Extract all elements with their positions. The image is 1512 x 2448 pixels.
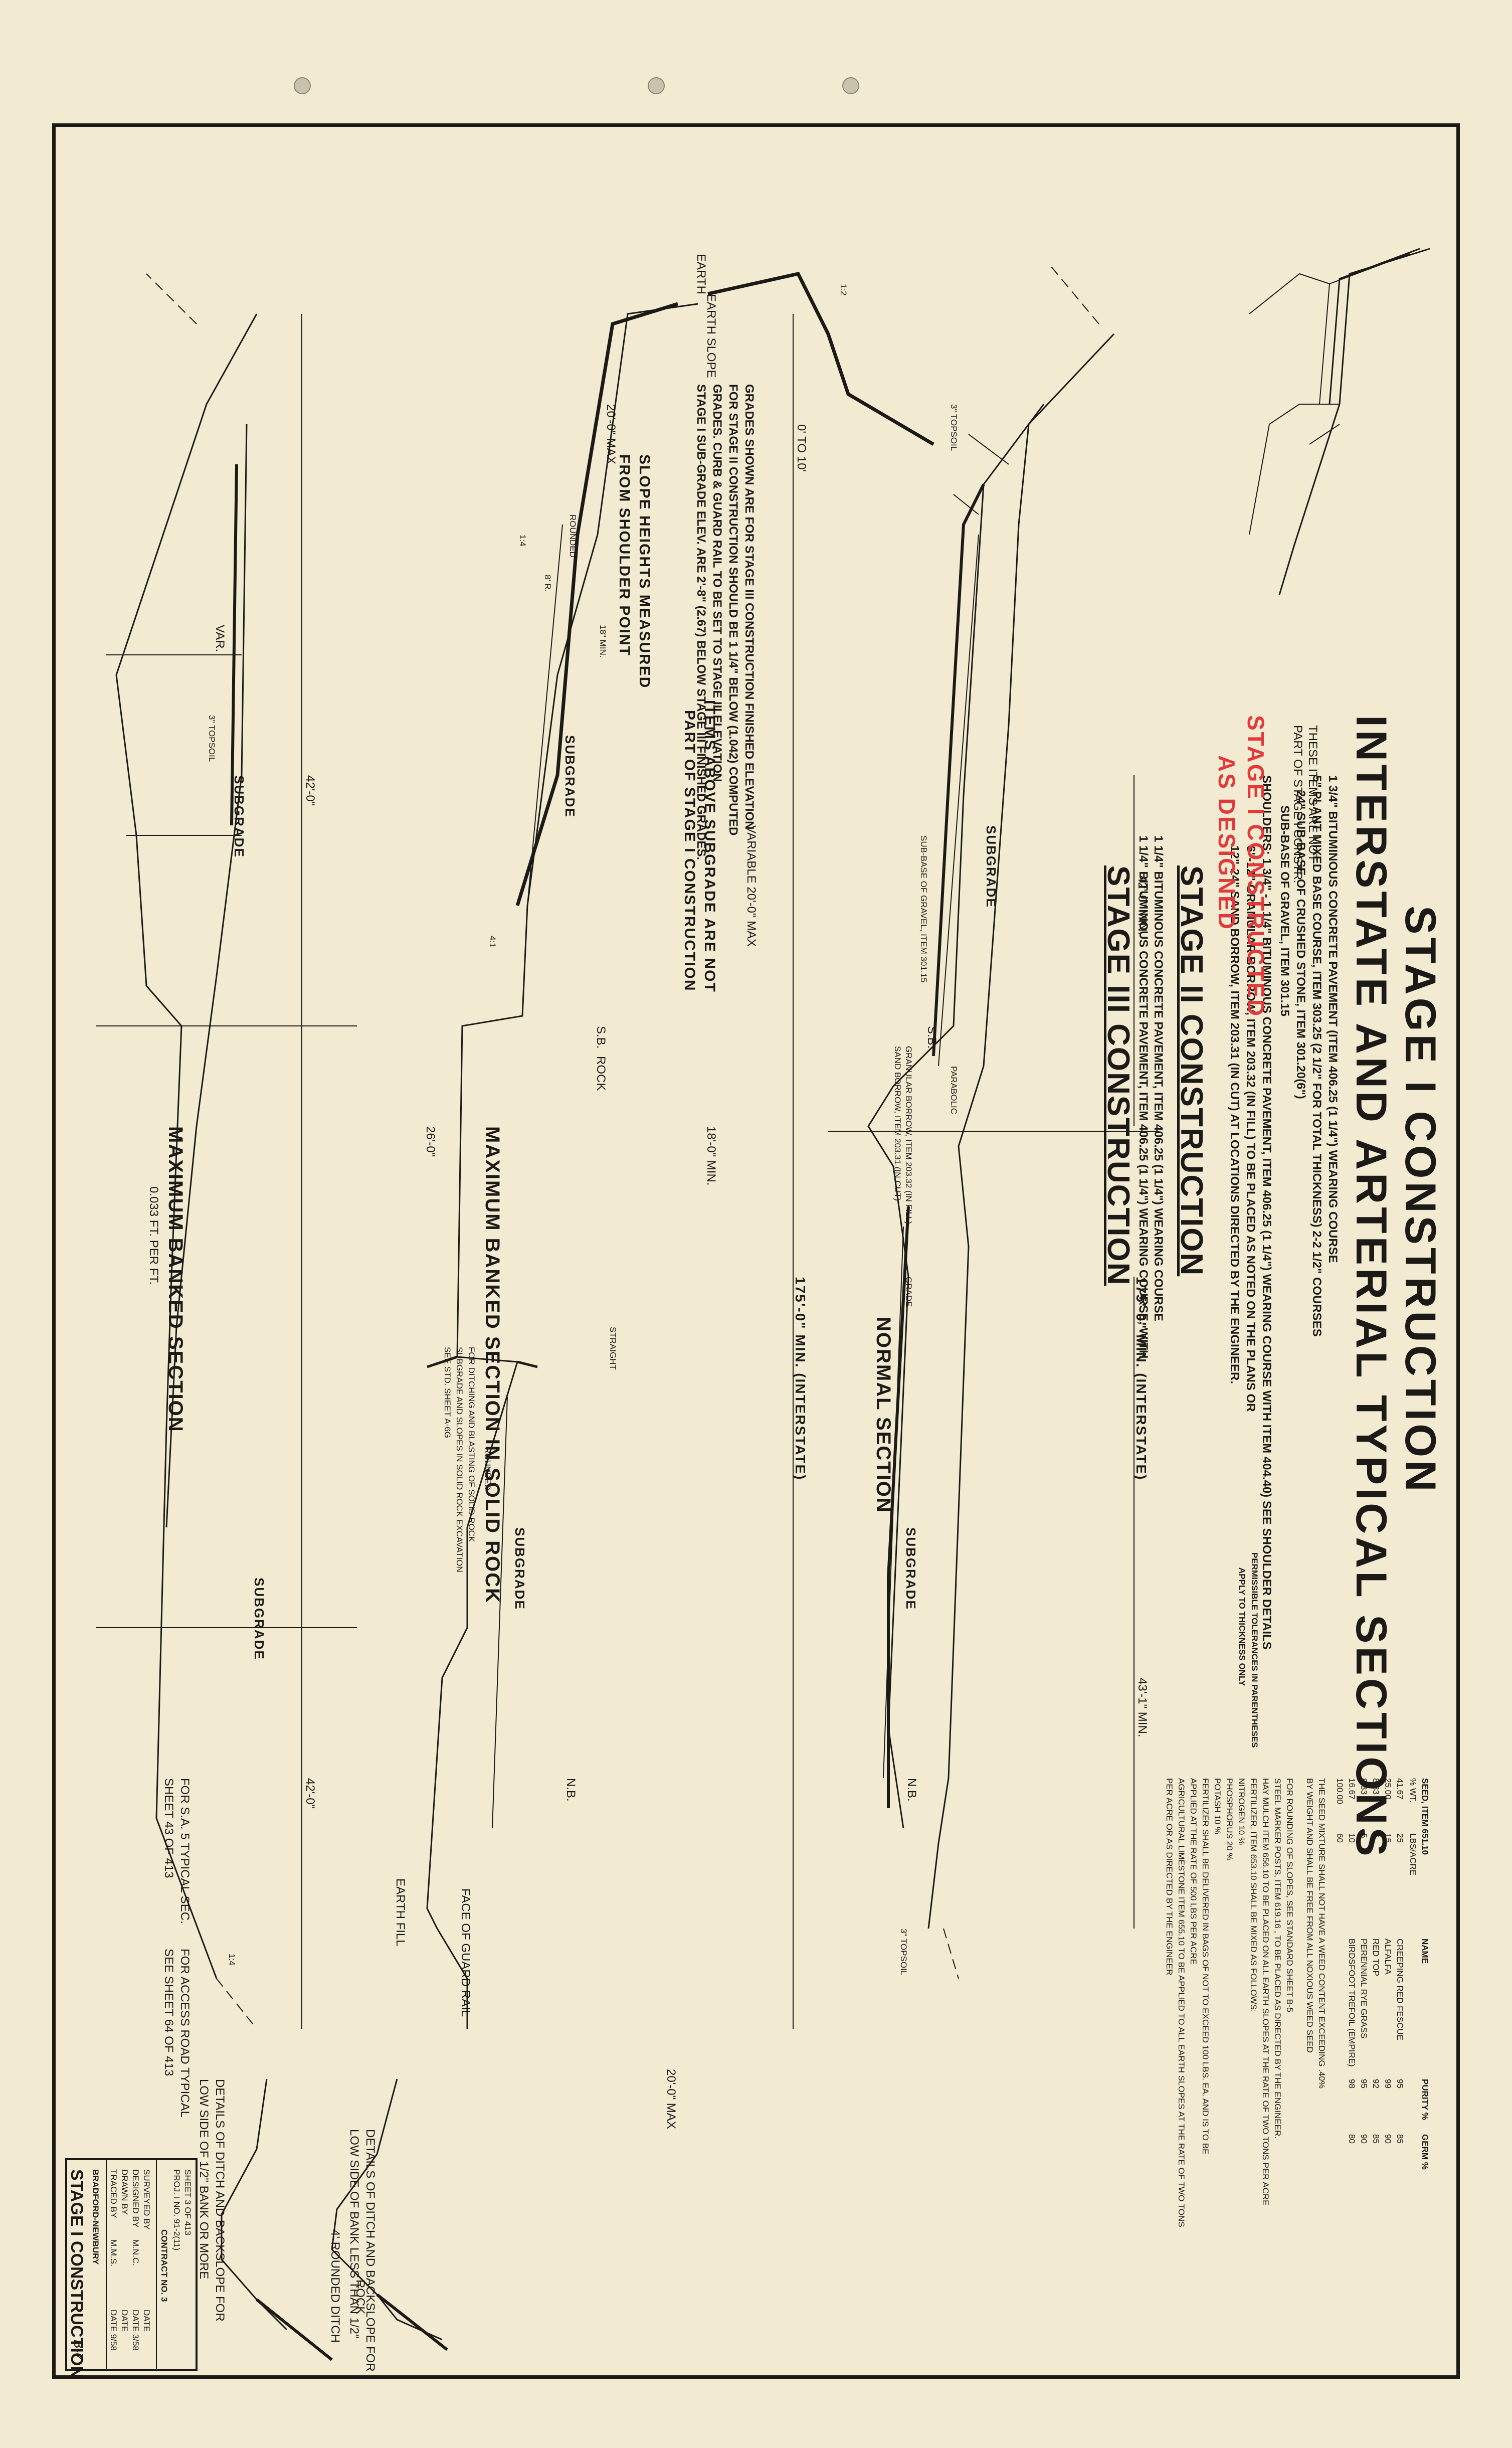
solid-rock-section <box>426 271 934 2029</box>
label-subgrade: SUBGRADE <box>562 735 578 818</box>
label-sand: SAND BORROW, ITEM 203.31 (IN CUT) <box>893 1046 902 1201</box>
handwritten-mark: B-7 <box>71 2340 86 2360</box>
ditch-details <box>221 2078 448 2361</box>
label-earth-fill: EARTH FILL <box>394 1878 407 1947</box>
title-block-cell: TRACED BY <box>109 2169 118 2218</box>
banked-section <box>96 273 357 2029</box>
normal-section <box>828 263 1159 1979</box>
punch-hole <box>842 77 859 94</box>
label-sb: S.B. <box>594 1026 608 1049</box>
label-nb: N.B. <box>905 1778 918 1802</box>
label-subgrade: SUBGRADE <box>512 1527 527 1610</box>
label-rock: ROCK <box>594 1056 608 1091</box>
dim-20max: 20'-0" MAX <box>604 404 618 464</box>
tb-contract: CONTRACT NO. 3 <box>159 2229 169 2302</box>
label-subgrade: SUBGRADE <box>984 825 999 908</box>
tb-subtitle: BRADFORD-NEWBURY <box>91 2169 100 2265</box>
title-block-cell: DATE 3/58 <box>131 2310 140 2351</box>
title-block-cell: DESIGNED BY <box>131 2169 140 2228</box>
tb-proj: PROJ. I NO. 91-2(11) <box>172 2169 181 2251</box>
row-width2: 175'-0" MIN. (INTERSTATE) <box>793 1277 808 1481</box>
dim-26: 26'-0" <box>424 1126 437 1157</box>
dim-0to10: 0' TO 10' <box>795 424 808 472</box>
label-rounded: ROUNDED <box>568 514 578 558</box>
label-subbase-gravel: SUB-BASE OF GRAVEL, ITEM 301.15 <box>919 835 928 983</box>
punch-hole <box>294 77 311 94</box>
shoulder-detail <box>1249 248 1430 595</box>
rotated-drawing: STAGE I CONSTRUCTION INTERSTATE AND ARTE… <box>52 123 1460 2379</box>
label-min18: 18" MIN. <box>598 625 608 658</box>
label-sb: S.B. <box>925 1026 938 1049</box>
label-topsoil: 3" TOPSOIL <box>207 715 217 762</box>
label-face-guard: FACE OF GUARD RAIL <box>459 1888 472 2017</box>
dim-18min: 18'-0" MIN. <box>704 1126 718 1186</box>
label-topsoil: 3" TOPSOIL <box>949 404 959 451</box>
row-width: 175'-0" MIN. (INTERSTATE) <box>1133 1277 1149 1481</box>
label-subgrade: SUBGRADE <box>232 775 247 858</box>
title-block-cell: DATE <box>120 2310 129 2332</box>
label-earth-slope: EARTH SLOPE <box>704 294 718 378</box>
dim-var: VAR. <box>213 625 227 652</box>
punch-hole <box>648 77 665 94</box>
label-earth: EARTH <box>694 254 708 294</box>
label-straight: STRAIGHT <box>608 1327 618 1370</box>
dim-42-min: 42'-0" MIN. <box>1136 876 1149 935</box>
label-slope: 1:4 <box>227 1954 237 1966</box>
dim-42: 42'-0" <box>303 775 317 806</box>
title-block-cell: M.N.C. <box>131 2239 140 2266</box>
title-block-cell: M.M.S. <box>109 2239 118 2266</box>
label-granular: GRANULAR BORROW, ITEM 203.32 (IN FILL) <box>904 1046 913 1225</box>
label-rock: ROCK <box>353 2280 367 2315</box>
tb-sheet: SHEET 3 OF 413 <box>183 2169 193 2235</box>
title-block-cell: DRAWN BY <box>120 2169 129 2215</box>
title-block-cell: SURVEYED BY <box>142 2169 151 2230</box>
title-block-cell: DATE 9/58 <box>109 2310 118 2351</box>
dim-42: 42'-0" <box>303 1778 317 1809</box>
label-rounded-ditch: 4' ROUNDED DITCH <box>328 2229 342 2343</box>
label-slope: 4:1 <box>488 936 497 948</box>
label-grade: GRADE <box>904 1277 913 1307</box>
dim-43: 43'-1" MIN. <box>1136 1678 1149 1737</box>
label-parabolic: PARABOLIC <box>949 1066 959 1115</box>
dim-20max: 20'-0" MAX <box>664 2069 678 2129</box>
typical-sections-drawing <box>65 248 1430 2371</box>
title-block-cell: DATE <box>142 2310 151 2332</box>
label-subgrade: SUBGRADE <box>903 1527 918 1610</box>
label-topsoil: 3" TOPSOIL <box>899 1929 908 1976</box>
label-slope: 1:2 <box>839 284 848 296</box>
label-slope: 1:4 <box>518 535 527 547</box>
label-rounded: ROUNDED <box>483 1447 492 1490</box>
sheet-border <box>52 123 1460 2379</box>
label-subgrade: SUBGRADE <box>252 1578 267 1660</box>
dim-variable: VARIABLE 20'-0" MAX <box>744 825 758 947</box>
label-nb: N.B. <box>564 1778 578 1802</box>
label-r8: 8' R. <box>543 575 552 592</box>
